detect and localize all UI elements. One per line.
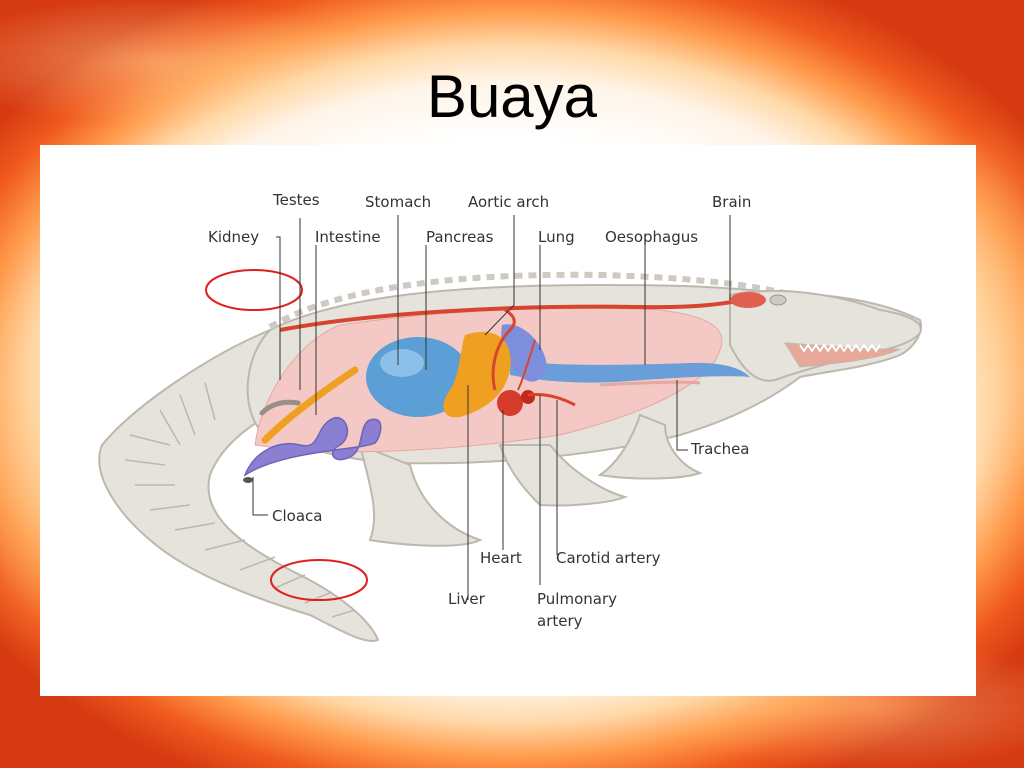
label-kidney: Kidney [208,228,259,246]
label-liver: Liver [448,590,486,608]
label-cloaca: Cloaca [272,507,322,525]
front-leg [597,413,703,480]
tail-scutes [124,382,356,618]
crocodile-anatomy-diagram: Testes Stomach Aortic arch Brain Kidney … [98,191,922,642]
lung-organ [501,324,547,382]
brain-organ [730,292,766,308]
testes-organ [261,366,359,444]
oesophagus-organ [510,360,750,383]
label-brain: Brain [712,193,751,211]
carotid-artery-vessel [527,393,576,407]
trachea-organ [599,380,701,387]
kidney-organ [259,399,301,416]
label-stomach: Stomach [365,193,431,211]
crocodile-tail [98,328,380,642]
slide-title: Buaya [426,63,598,130]
label-lung: Lung [538,228,575,246]
label-pulmonary-artery-line2: artery [537,612,583,630]
label-intestine: Intestine [315,228,381,246]
dorsal-aorta [279,293,761,332]
leader-lines [252,215,731,600]
label-heart: Heart [480,549,522,567]
heart-atrium [521,390,535,404]
heart-organ [497,390,523,416]
label-pancreas: Pancreas [426,228,494,246]
back-ridge [268,271,786,330]
pulmonary-artery-vessel [517,339,536,391]
highlight-ring-back [205,269,303,311]
intestine-organ [243,417,382,477]
label-trachea: Trachea [690,440,750,458]
label-pulmonary-artery-line1: Pulmonary [537,590,617,608]
cloaca-organ [243,477,253,483]
crocodile-eye [769,294,787,306]
crocodile-teeth [799,343,881,353]
highlight-ring-tail [270,559,368,601]
aortic-arch-vessel [491,308,516,391]
label-testes: Testes [272,191,320,209]
crocodile-head [729,290,922,382]
diagram-panel: Testes Stomach Aortic arch Brain Kidney … [40,145,976,696]
liver-organ [443,331,511,418]
stomach-highlight [380,349,424,377]
label-aortic-arch: Aortic arch [468,193,549,211]
rear-leg [358,443,483,547]
label-oesophagus: Oesophagus [605,228,698,246]
label-carotid-artery: Carotid artery [556,549,661,567]
middle-leg [498,444,629,507]
